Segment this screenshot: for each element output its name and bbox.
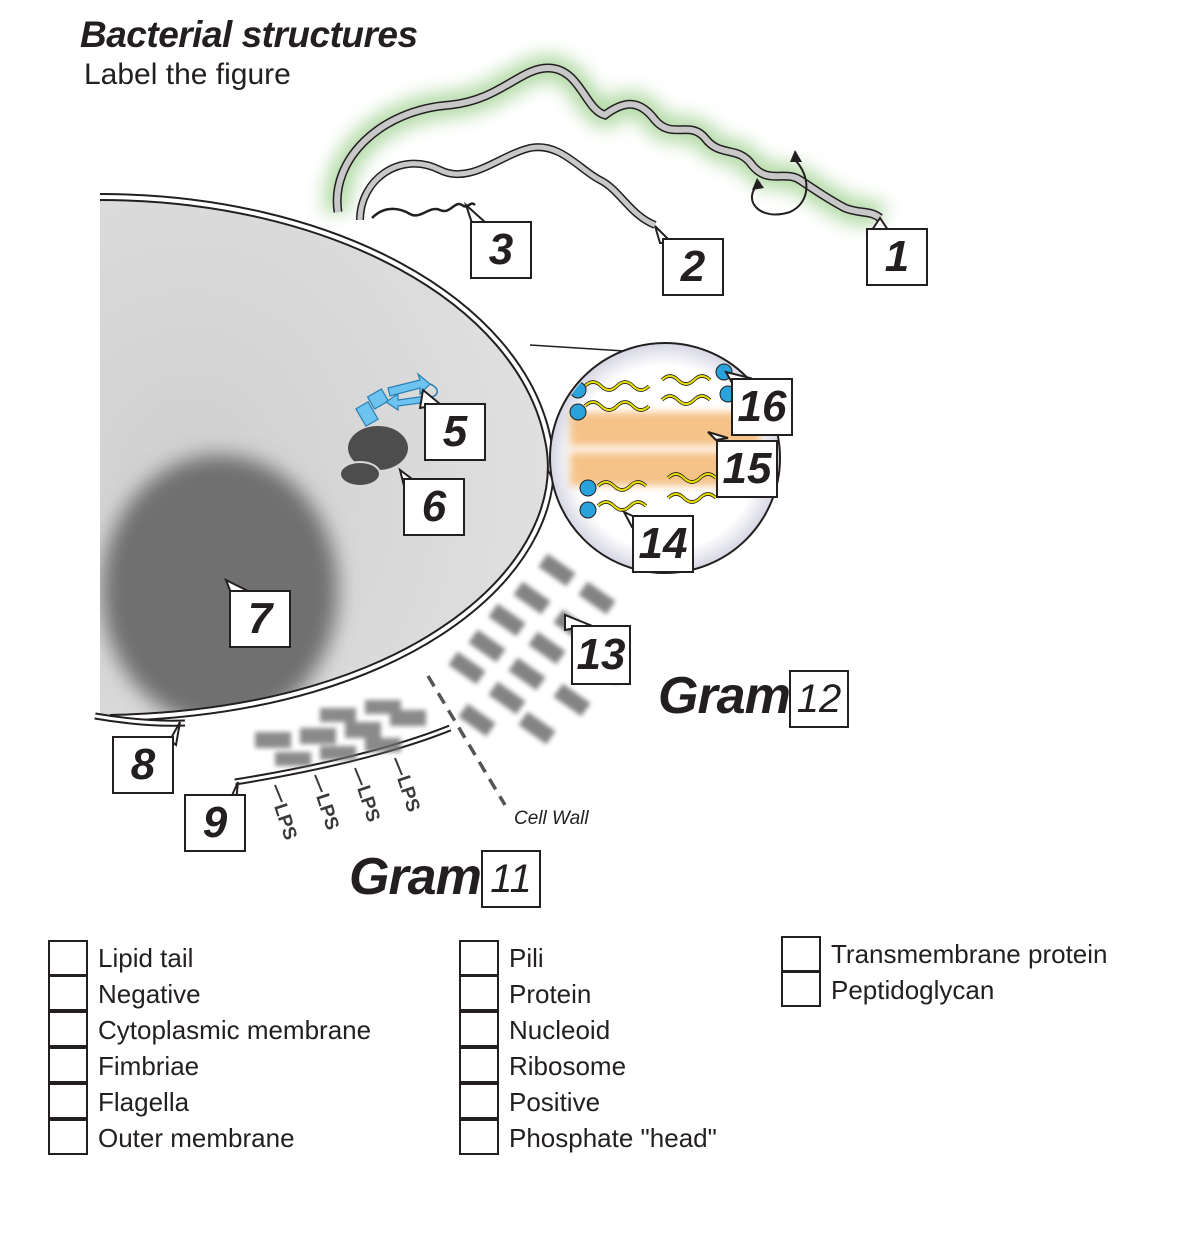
page-subtitle: Label the figure (84, 58, 291, 91)
word-bank-item: Cytoplasmic membrane (48, 1011, 372, 1048)
label-14: 14 (632, 515, 694, 573)
label-11: 11 (481, 850, 541, 908)
cell-body (94, 193, 555, 786)
word-bank-term: Transmembrane protein (831, 938, 1108, 969)
word-bank-item: Phosphate "head" (459, 1119, 717, 1156)
word-bank-term: Nucleoid (509, 1014, 611, 1045)
word-bank-item: Flagella (48, 1083, 371, 1120)
word-bank-term: Peptidoglycan (831, 974, 995, 1005)
word-bank-item: Outer membrane (48, 1119, 371, 1156)
answer-checkbox[interactable] (48, 975, 88, 1011)
label-9: 9 (184, 794, 246, 852)
word-bank-term: Protein (509, 978, 592, 1009)
answer-checkbox[interactable] (48, 940, 88, 976)
answer-checkbox[interactable] (48, 1083, 88, 1119)
answer-checkbox[interactable] (459, 1083, 499, 1119)
label-7: 7 (229, 590, 291, 648)
answer-checkbox[interactable] (48, 1011, 88, 1047)
word-bank-term: Fimbriae (98, 1050, 200, 1081)
label-16: 16 (731, 378, 793, 436)
word-bank-term: Pili (509, 942, 544, 973)
peptidoglycan-thin (255, 700, 426, 766)
answer-checkbox[interactable] (781, 936, 821, 972)
word-bank-term: Phosphate "head" (509, 1122, 717, 1153)
word-bank-item: Transmembrane protein (781, 936, 1108, 972)
protein (355, 372, 438, 427)
answer-checkbox[interactable] (459, 1047, 499, 1083)
ribosome (339, 426, 408, 487)
label-12: 12 (789, 670, 849, 728)
word-bank-item: Peptidoglycan (781, 971, 1108, 1008)
label-6: 6 (403, 478, 465, 536)
pilus (356, 143, 657, 229)
word-bank-item: Pili (459, 940, 717, 976)
answer-checkbox[interactable] (459, 975, 499, 1011)
answer-checkbox[interactable] (48, 1047, 88, 1083)
flagellum (324, 54, 889, 229)
lps-label: LPS (269, 801, 300, 843)
word-bank-term: Outer membrane (98, 1122, 295, 1153)
label-3: 3 (470, 221, 532, 279)
word-bank-item: Positive (459, 1083, 717, 1120)
word-bank-item: Nucleoid (459, 1011, 717, 1048)
lps-group (274, 757, 403, 803)
word-bank-term: Ribosome (509, 1050, 627, 1081)
word-bank-term: Flagella (98, 1086, 190, 1117)
gram-label-11: Gram (349, 848, 482, 906)
lps-label: LPS (352, 783, 383, 825)
answer-checkbox[interactable] (48, 1119, 88, 1155)
fimbria (371, 202, 476, 219)
answer-checkbox[interactable] (459, 1011, 499, 1047)
cell-wall-divider (426, 675, 507, 806)
label-15: 15 (716, 440, 778, 498)
label-2: 2 (662, 238, 724, 296)
word-bank-item: Negative (48, 975, 371, 1012)
word-bank-term: Lipid tail (98, 942, 194, 973)
label-1: 1 (866, 228, 928, 286)
word-bank-item: Lipid tail (48, 940, 371, 976)
cell-wall-label: Cell Wall (514, 808, 589, 829)
lps-label: LPS (311, 791, 342, 833)
gram-label-12: Gram (658, 667, 791, 725)
word-bank-term: Negative (98, 978, 201, 1009)
lps-label: LPS (392, 773, 423, 815)
word-bank-term: Positive (509, 1086, 601, 1117)
answer-checkbox[interactable] (459, 1119, 499, 1155)
page-title: Bacterial structures (80, 14, 418, 55)
word-bank-item: Ribosome (459, 1047, 717, 1084)
label-13: 13 (571, 625, 631, 685)
label-5: 5 (424, 403, 486, 461)
answer-checkbox[interactable] (781, 971, 821, 1007)
nucleoid (102, 455, 338, 718)
word-bank-item: Fimbriae (48, 1047, 371, 1084)
label-8: 8 (112, 736, 174, 794)
answer-checkbox[interactable] (459, 940, 499, 976)
word-bank-term: Cytoplasmic membrane (98, 1014, 372, 1045)
word-bank-item: Protein (459, 975, 717, 1012)
